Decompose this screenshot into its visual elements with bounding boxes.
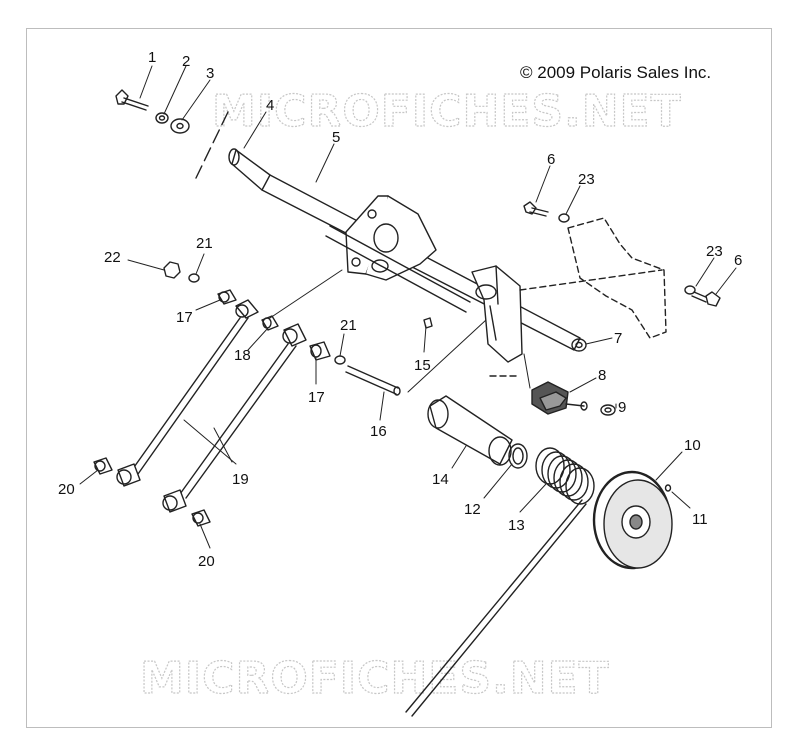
part-pin-16: [345, 365, 401, 396]
part-rear-bracket-phantom: [489, 217, 667, 377]
part-washer-3: [170, 118, 190, 134]
callout-6-lower: 6: [734, 252, 742, 269]
part-clip-11: [664, 484, 672, 492]
callout-20-left: 20: [58, 481, 75, 498]
callout-9: 9: [618, 399, 626, 416]
part-fitting-15: [423, 317, 433, 329]
callout-16: 16: [370, 423, 387, 440]
part-bolt-6-upper: [523, 201, 549, 217]
callout-10: 10: [684, 437, 701, 454]
callout-5: 5: [332, 129, 340, 146]
callout-17-lower: 17: [308, 389, 325, 406]
part-pivot-arm: [471, 265, 523, 363]
callout-18: 18: [234, 347, 251, 364]
part-washer-9: [600, 404, 616, 416]
part-nut-22: [163, 261, 181, 279]
part-block-8: [531, 381, 588, 415]
callout-2: 2: [182, 53, 190, 70]
part-wheel-10: [592, 470, 673, 570]
callout-8: 8: [598, 367, 606, 384]
diagram-border: [26, 28, 772, 728]
watermark-bottom: MICROFICHES.NET: [140, 653, 610, 704]
part-bushing-17-lower: [309, 341, 331, 361]
part-links-19: [116, 299, 307, 513]
part-washer-21-left: [188, 273, 200, 283]
callout-17-upper: 17: [176, 309, 193, 326]
callout-23-lower: 23: [706, 243, 723, 260]
callout-14: 14: [432, 471, 449, 488]
part-washer-23-lower: [684, 285, 696, 295]
part-bolt-1: [115, 89, 149, 111]
callout-23-upper: 23: [578, 171, 595, 188]
callout-13: 13: [508, 517, 525, 534]
callout-1: 1: [148, 49, 156, 66]
callout-15: 15: [414, 357, 431, 374]
callout-19: 19: [232, 471, 249, 488]
callout-21-left: 21: [196, 235, 213, 252]
part-spring-13: [405, 447, 595, 717]
part-washer-21-center: [334, 355, 346, 365]
part-bracket: [325, 195, 471, 313]
callout-7: 7: [614, 330, 622, 347]
part-sleeve-14: [427, 395, 513, 466]
part-washer-23-upper: [558, 213, 570, 223]
callout-4: 4: [266, 97, 274, 114]
callout-11: 11: [692, 511, 708, 528]
part-bushing-17-upper: [217, 289, 237, 305]
callout-6-upper: 6: [547, 151, 555, 168]
watermark-top: MICROFICHES.NET: [212, 86, 682, 137]
callout-12: 12: [464, 501, 481, 518]
part-bolt-6-lower: [691, 291, 721, 307]
part-bushing-20-right: [191, 509, 211, 527]
callout-3: 3: [206, 65, 214, 82]
callout-21-center: 21: [340, 317, 357, 334]
copyright-text: © 2009 Polaris Sales Inc.: [520, 63, 711, 82]
part-ring-12: [508, 443, 528, 469]
callout-20-right: 20: [198, 553, 215, 570]
callout-labels: 1 2 3 4 5 6 23 22 21 17 18 21 17 15 7 8 …: [58, 49, 742, 570]
part-lockwasher-2: [155, 112, 169, 124]
part-bushing-18: [261, 315, 279, 331]
leader-lines: [79, 65, 737, 549]
callout-22: 22: [104, 249, 121, 266]
